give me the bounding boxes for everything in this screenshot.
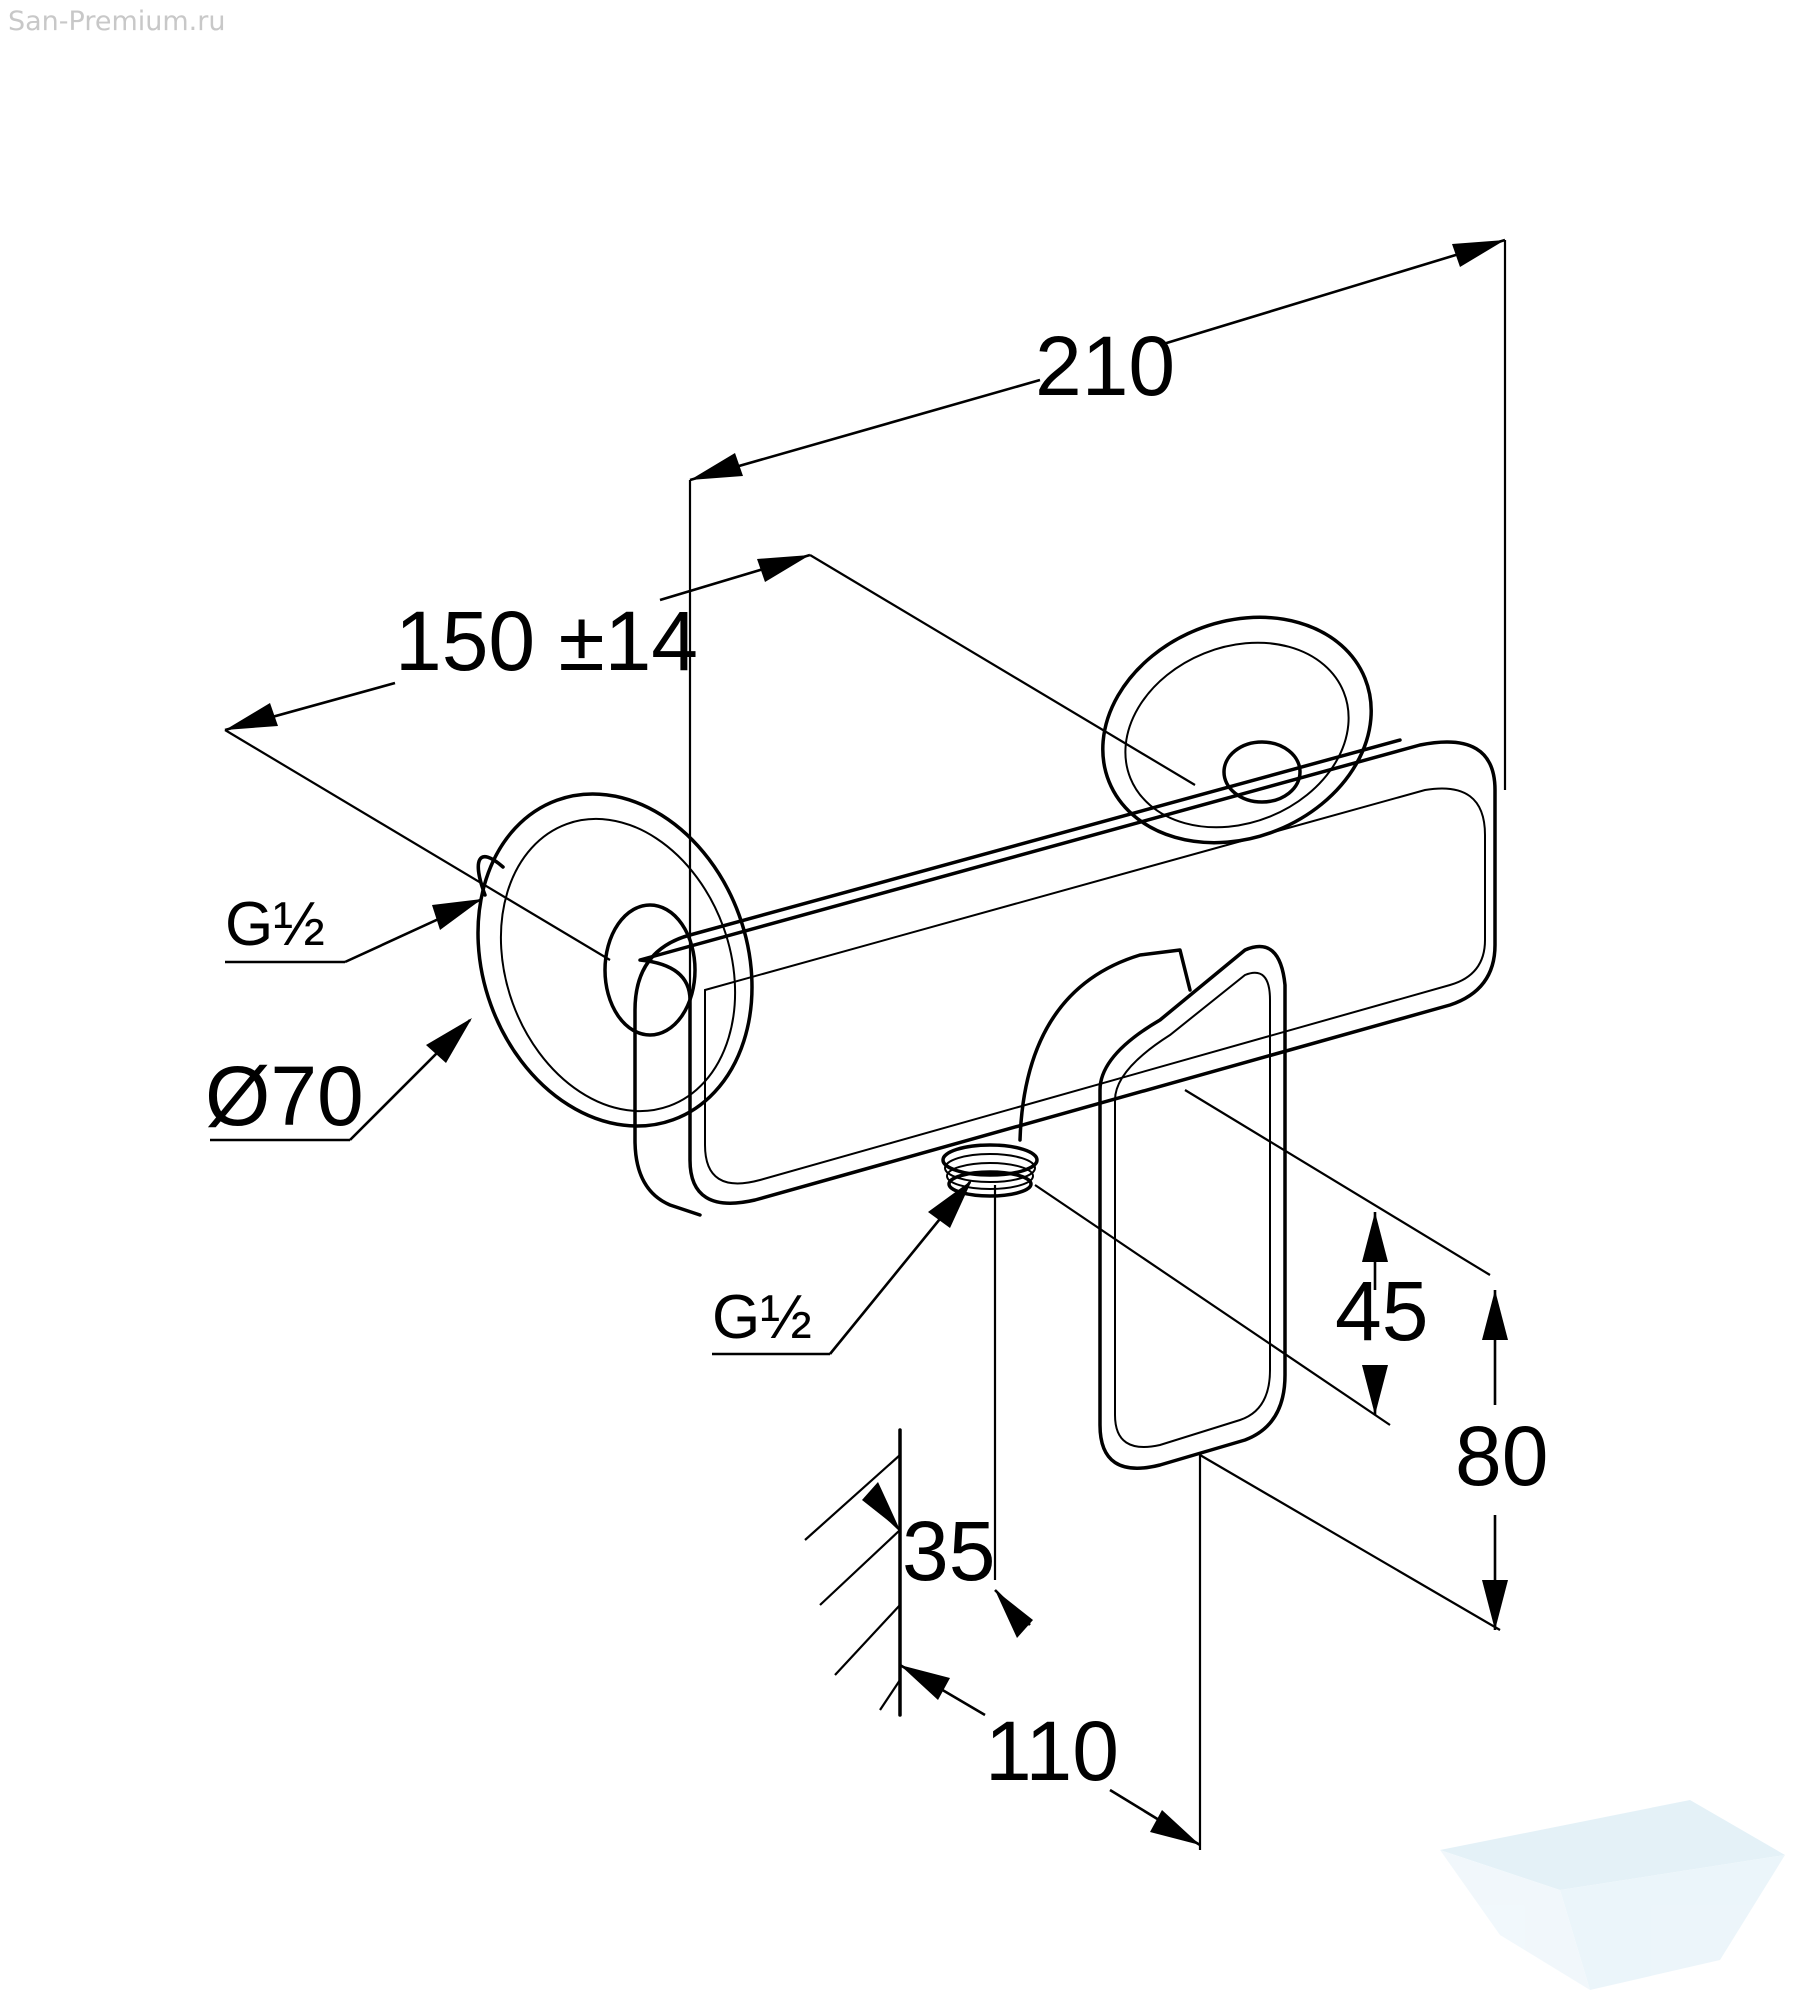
dim-outlet-thread-label: G½	[712, 1283, 812, 1352]
mixer-body-face-inner	[704, 787, 1486, 1185]
lever-handle	[1098, 944, 1287, 1470]
dim-wall-thread-label: G½	[225, 890, 325, 959]
dim-projection-label: 110	[985, 1704, 1119, 1798]
wall-hatch	[804, 1428, 902, 1717]
left-flange-inner	[499, 817, 737, 1113]
dim-210-arrow-right	[1452, 240, 1505, 267]
watermark-site-text: San-Premium.ru	[8, 6, 226, 37]
left-connector-nut	[603, 903, 697, 1037]
dim-connection-spacing-label: 150 ±14	[395, 594, 698, 688]
dim-210-arrow-left	[690, 453, 743, 480]
dimension-lines	[210, 238, 1508, 1850]
left-wall-flange	[476, 792, 754, 1128]
dim-80-arrow-bottom	[1482, 1580, 1508, 1630]
dim-overall-width-label: 210	[1035, 319, 1175, 413]
dim-150-arrow-left	[225, 703, 278, 730]
dim-45-arrow-bottom	[1362, 1365, 1388, 1415]
watermark-logo	[1440, 1800, 1785, 1990]
outlet-thread-arrow	[928, 1180, 972, 1228]
dim-35-arrow-right	[995, 1590, 1033, 1638]
dim-110-arrow-left	[900, 1665, 950, 1700]
dim-45-arrow-top	[1362, 1212, 1388, 1262]
dim-flange-diameter-label: Ø70	[205, 1049, 364, 1143]
dim-80-arrow-top	[1482, 1290, 1508, 1340]
right-wall-flange	[1101, 615, 1373, 845]
dimension-labels: 210 150 ±14 G½ Ø70 G½ 45 80 35 110	[205, 319, 1548, 1798]
dim-110-arrow-right	[1150, 1810, 1200, 1845]
right-connector-nut	[1222, 740, 1302, 804]
mixer-body-left-side	[633, 738, 1402, 1217]
lever-handle-inner	[1114, 971, 1271, 1448]
dim-body-height-label: 80	[1455, 1409, 1548, 1503]
dim-outlet-offset-label: 35	[902, 1504, 995, 1598]
right-flange-inner	[1124, 641, 1350, 829]
dim-150-arrow-right	[757, 555, 810, 582]
dim-lever-height-label: 45	[1335, 1264, 1428, 1358]
outlet-thread-rings	[941, 1143, 1039, 1198]
left-flange-back	[476, 855, 505, 897]
lever-base	[1018, 948, 1192, 1142]
wall-thread-arrow	[432, 899, 482, 930]
dim-35-arrow-left	[862, 1482, 900, 1530]
flange-diameter-arrow	[426, 1018, 472, 1063]
